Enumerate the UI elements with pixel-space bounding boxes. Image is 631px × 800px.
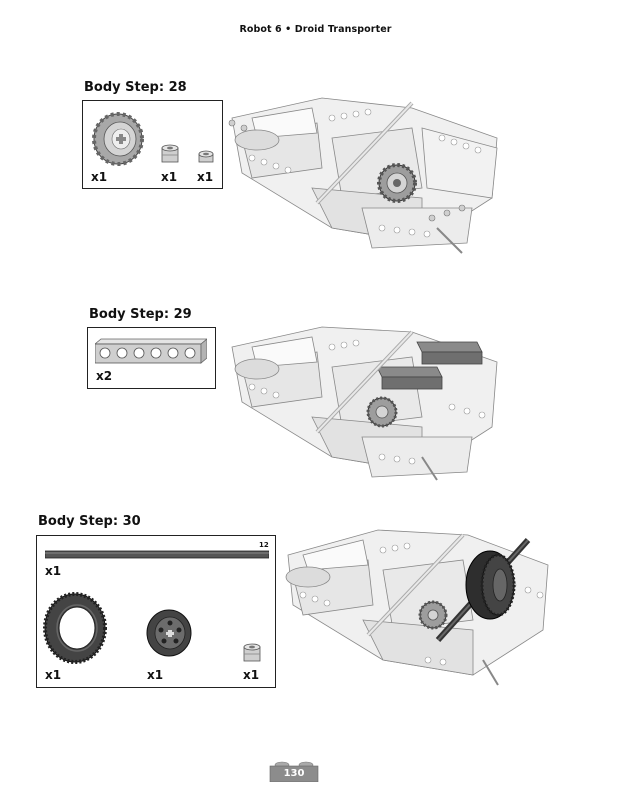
gear-icon — [92, 112, 144, 166]
step-30-model-illustration — [285, 529, 549, 686]
page-header: Robot 6 • Droid Transporter — [239, 24, 392, 35]
bushing-icon — [243, 643, 261, 662]
tire-icon — [43, 592, 107, 664]
step-30-part-4-qty: x1 — [243, 668, 260, 682]
step-28-parts-box: x1 x1 x1 — [82, 100, 223, 189]
step-29-part-1-qty: x2 — [96, 369, 113, 383]
step-29-title: Body Step: 29 — [89, 307, 192, 322]
axle-length-label: 12 — [259, 541, 269, 549]
step-29-model-illustration — [231, 326, 498, 481]
step-28-part-2-qty: x1 — [161, 170, 178, 184]
step-30-part-1-qty: x1 — [45, 564, 62, 578]
half-bushing-icon — [198, 150, 214, 163]
brick-icon — [269, 761, 319, 782]
step-29-parts-box: x2 — [87, 327, 216, 389]
step-28-model-illustration — [228, 97, 498, 254]
step-30-title: Body Step: 30 — [38, 514, 141, 529]
bushing-icon — [161, 144, 179, 163]
page-number: 130 — [283, 768, 305, 779]
step-28-title: Body Step: 28 — [84, 80, 187, 95]
step-30-parts-box: 12 x1 x1 x1 x1 — [36, 535, 276, 688]
wheel-hub-icon — [146, 609, 192, 657]
step-30-part-3-qty: x1 — [147, 668, 164, 682]
axle-icon — [45, 550, 269, 559]
technic-beam-icon — [95, 338, 207, 364]
step-28-part-1-qty: x1 — [91, 170, 108, 184]
page-number-badge: 130 — [269, 760, 319, 782]
step-28-part-3-qty: x1 — [197, 170, 214, 184]
step-30-part-2-qty: x1 — [45, 668, 62, 682]
